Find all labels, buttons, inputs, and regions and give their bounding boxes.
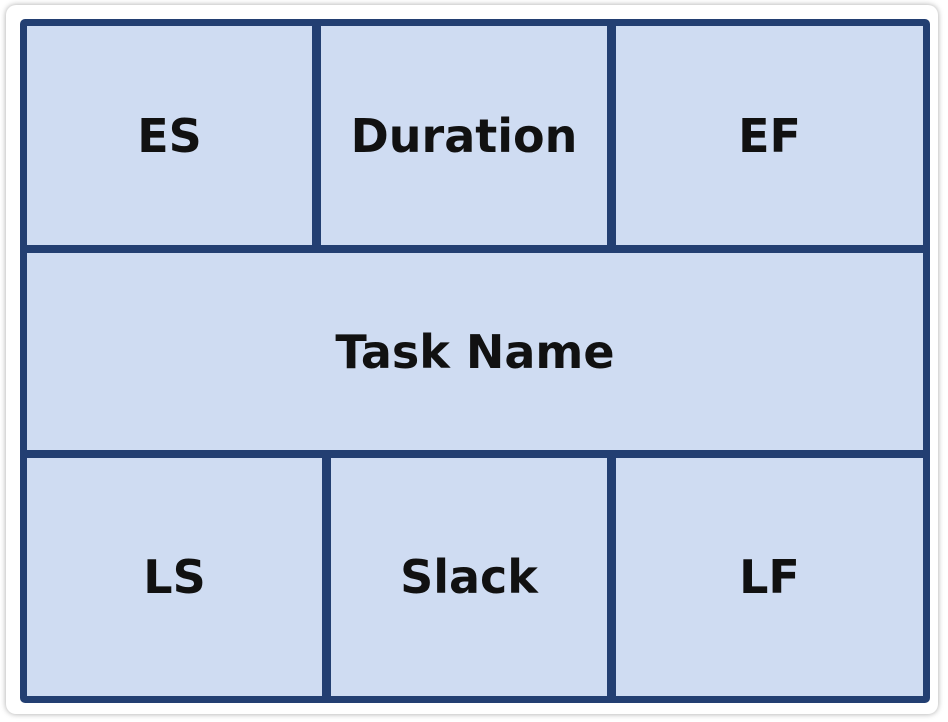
activity-node-box: ES Duration EF Task Name LS Slack LF bbox=[20, 19, 930, 703]
late-start-cell: LS bbox=[27, 458, 322, 696]
late-start-label: LS bbox=[143, 550, 206, 604]
slack-label: Slack bbox=[400, 550, 538, 604]
duration-cell: Duration bbox=[321, 26, 607, 245]
early-start-label: ES bbox=[137, 108, 202, 163]
late-finish-label: LF bbox=[739, 550, 800, 604]
divider-bottom-left bbox=[322, 458, 331, 696]
early-finish-label: EF bbox=[738, 108, 801, 163]
divider-top-left bbox=[312, 26, 321, 245]
late-finish-cell: LF bbox=[616, 458, 923, 696]
divider-top-right bbox=[607, 26, 616, 245]
divider-bottom-right bbox=[607, 458, 616, 696]
slack-cell: Slack bbox=[331, 458, 607, 696]
divider-top bbox=[27, 245, 923, 253]
divider-bottom bbox=[27, 450, 923, 458]
task-name-cell: Task Name bbox=[27, 253, 923, 450]
early-start-cell: ES bbox=[27, 26, 312, 245]
early-finish-cell: EF bbox=[616, 26, 923, 245]
task-name-label: Task Name bbox=[335, 324, 615, 379]
duration-label: Duration bbox=[350, 108, 578, 163]
